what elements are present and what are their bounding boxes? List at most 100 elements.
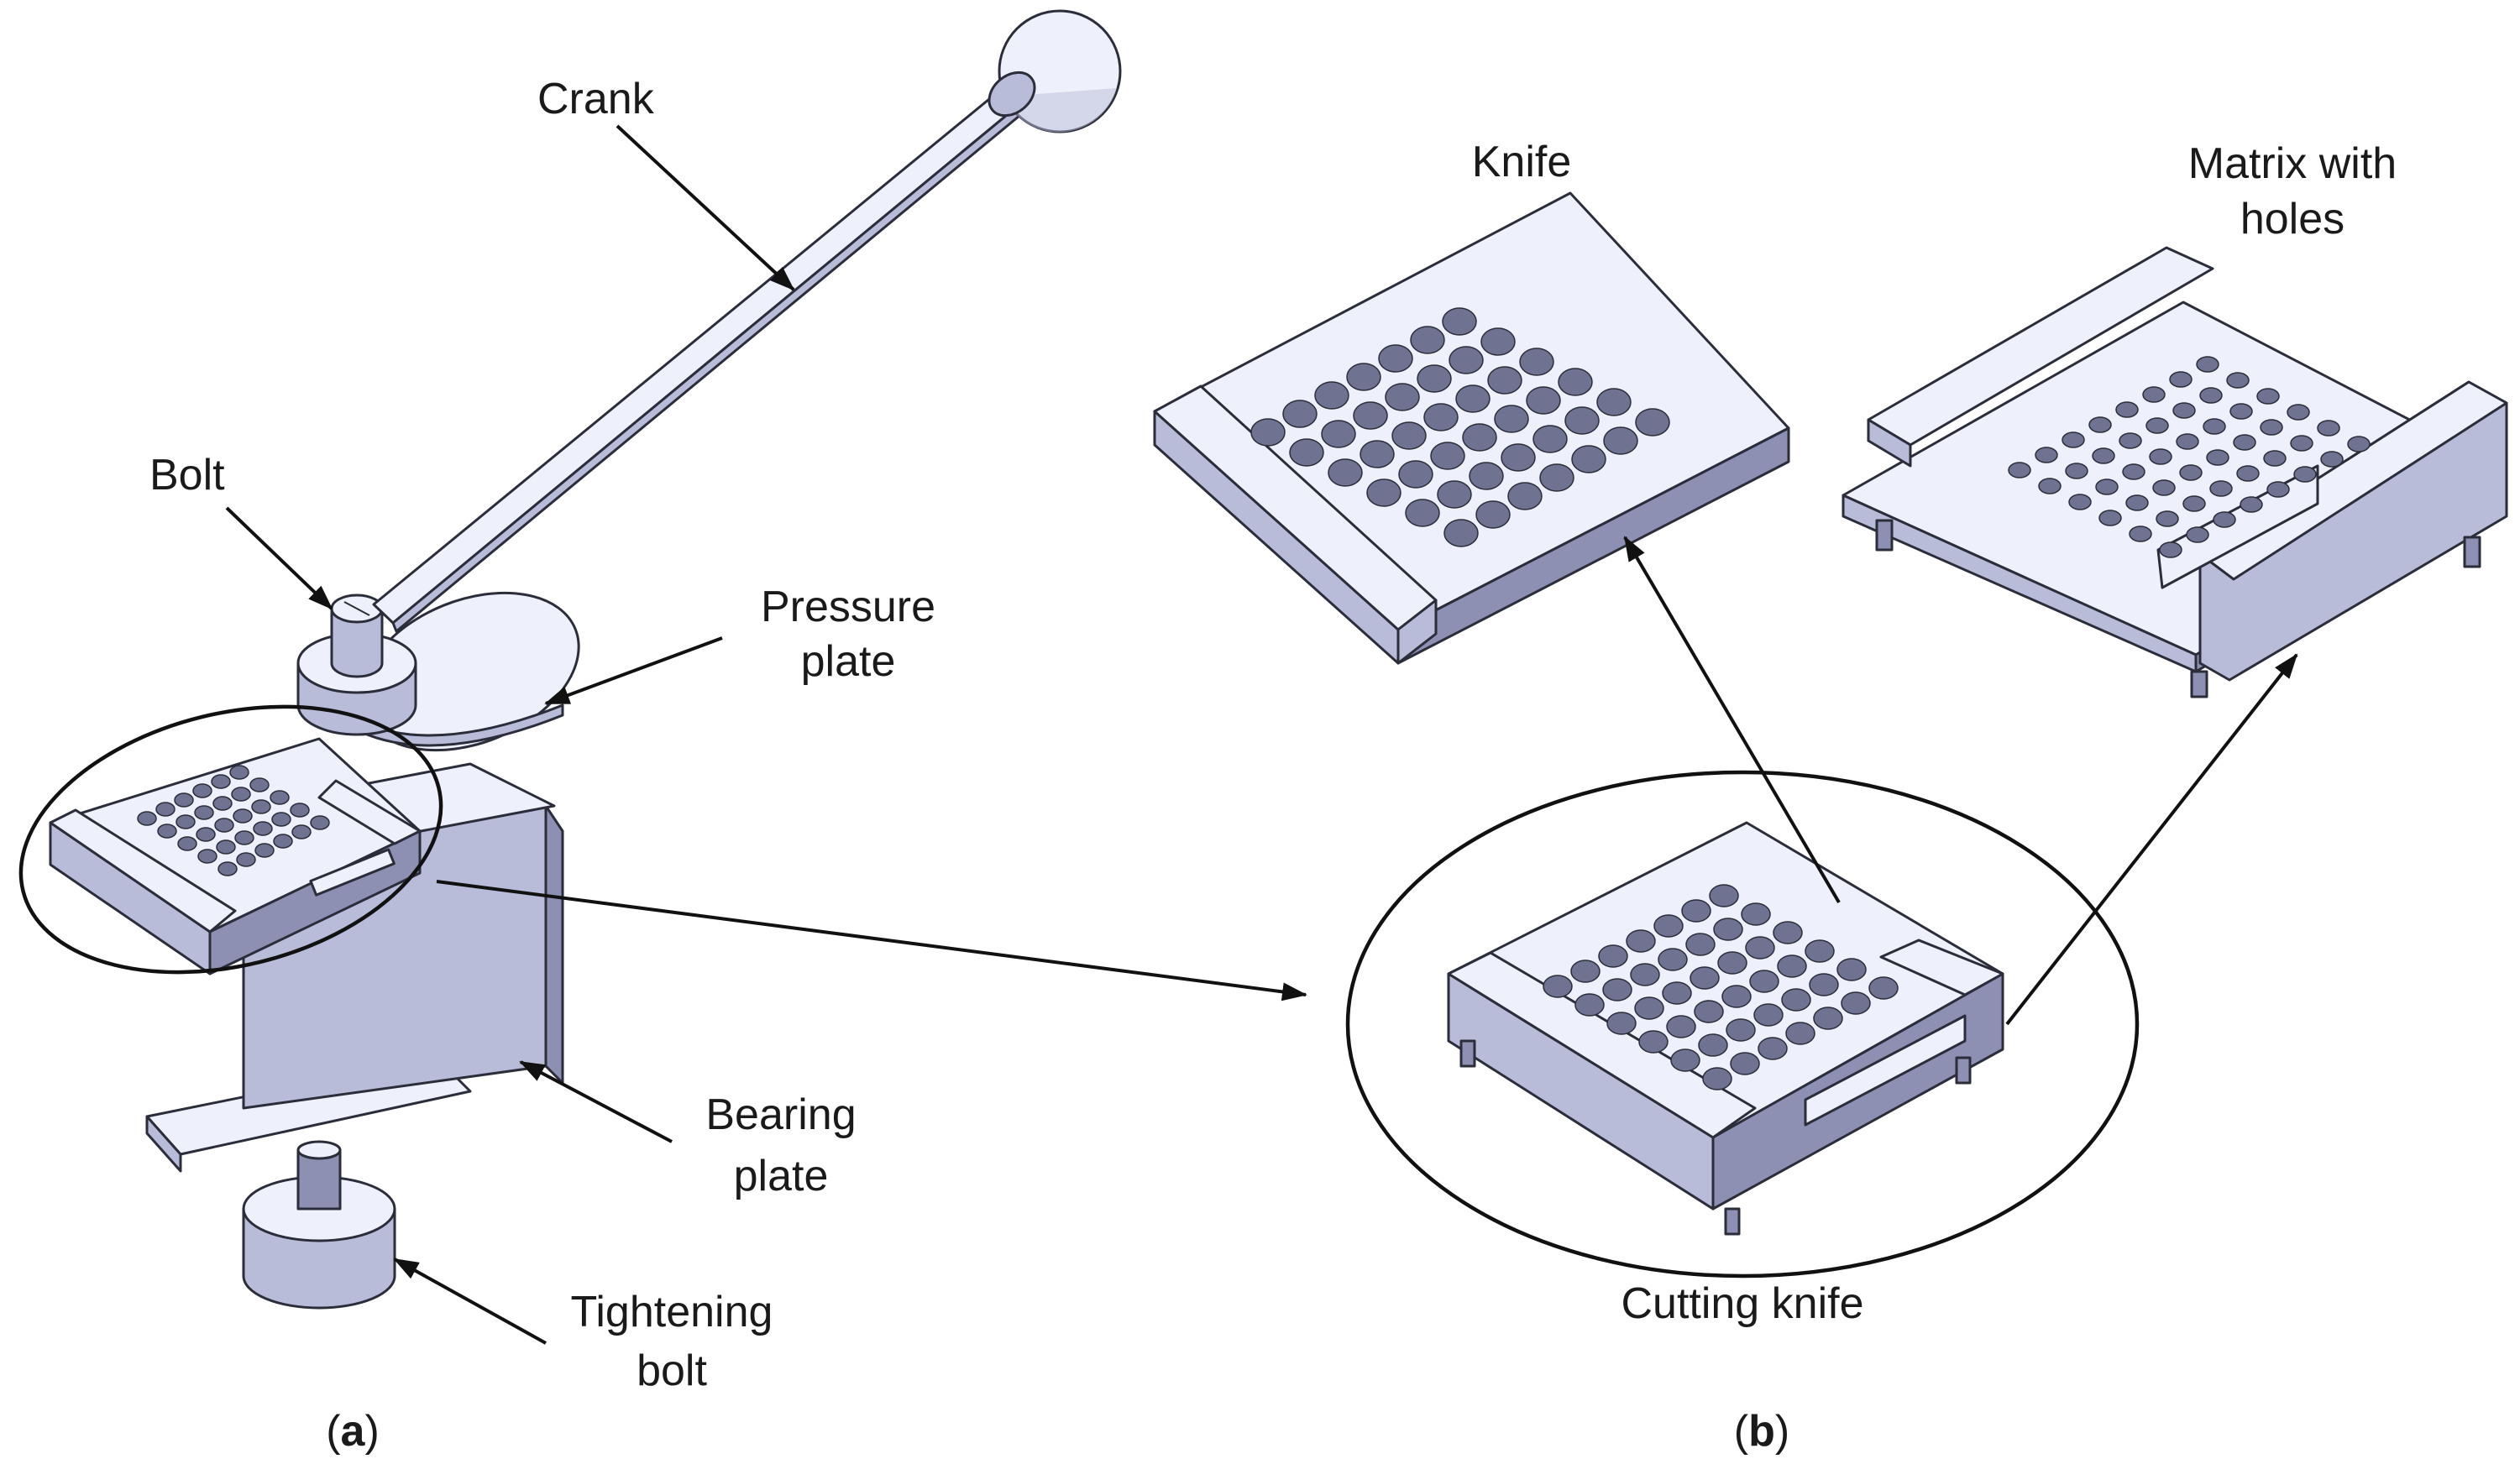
matrix-hole [2062,431,2085,448]
cutting-knife-hole [1709,884,1739,907]
knife-hole [1564,406,1600,435]
knife-holes [1250,307,1670,547]
bearing-plate-arrow [519,1060,673,1143]
matrix-hole [2317,420,2340,437]
arrow-to-cutting-knife [436,880,1307,1001]
cutting-knife-hole [1602,978,1632,1001]
mounted-cutting-knife [49,737,422,975]
matrix-hole [2125,494,2149,511]
cutting-knife-hole [1841,991,1871,1015]
matrix-hole [2209,480,2233,497]
matrix-hole [2008,462,2031,478]
mounted-knife-hole [236,852,256,867]
knife-hole [1417,364,1452,393]
mounted-knife-hole [157,824,177,839]
mounted-knife-hole [310,815,330,830]
mounted-knife-hole [174,792,194,808]
mounted-knife-hole [271,812,291,827]
matrix-hole [2088,416,2112,433]
cutting-knife-hole [1598,944,1628,968]
label-matrix-2: holes [2240,195,2344,243]
mounted-knife-hole [270,790,290,805]
matrix-hole [2236,465,2260,482]
matrix-hole [2129,526,2152,542]
matrix-hole [2196,356,2219,373]
cutting-knife-hole [1781,988,1811,1012]
matrix-hole [2266,481,2290,498]
matrix-hole [2176,433,2199,450]
cutting-knife-hole [1626,929,1656,953]
mounted-knife-hole [214,818,234,833]
mounted-knife-hole [229,765,249,780]
highlight-ellipse-a [18,704,443,975]
label-pressure-plate-1: Pressure [761,583,935,631]
knife-hole [1321,420,1356,448]
cutting-knife-hole [1726,1018,1756,1042]
cutting-knife-hole [1813,1007,1843,1030]
knife-hole [1346,363,1381,391]
cutting-knife-hole [1741,902,1771,926]
knife-hole [1405,499,1440,527]
knife-hole [1487,366,1522,395]
matrix-hole [2038,478,2062,494]
matrix-hole [2119,432,2142,449]
cutting-knife-hole [1630,963,1660,986]
cutting-knife-hole [1543,975,1573,998]
cutting-knife-hole [1662,981,1692,1005]
knife-hole [1366,478,1401,507]
cutting-knife-hole [1785,1022,1815,1045]
matrix-hole [2065,463,2088,479]
label-knife: Knife [1472,138,1572,186]
cutting-knife-hole [1666,1015,1696,1038]
matrix-arrow [2005,653,2298,1026]
knife-arrow [1623,536,1841,904]
matrix-hole [2179,464,2203,481]
mounted-knife-hole [231,787,251,802]
tightening-bolt-arrow [393,1258,547,1345]
matrix-hole [2347,436,2371,452]
cutting-knife-hole [1717,951,1747,975]
knife-hole [1475,500,1511,529]
mounted-knife-hole [251,799,271,814]
mounted-knife-hole [211,774,231,789]
cutting-knife-hole [1745,936,1775,960]
cutting-knife-hole [1690,966,1720,990]
bolt-part [296,594,417,736]
mounted-knife-hole [137,811,157,826]
cutting-knife-holes [1543,884,1899,1090]
mounted-knife-hole [253,821,273,836]
knife-hole [1449,346,1484,374]
knife-hole [1410,326,1445,354]
cutting-knife-hole [1698,1033,1728,1057]
matrix-hole [2263,450,2287,467]
knife-hole [1501,443,1536,472]
matrix-hole [2098,510,2122,526]
knife-hole [1603,426,1638,455]
mounted-knife-hole [155,802,176,817]
mounted-knife-hole [177,836,197,851]
matrix-hole [2320,451,2344,468]
cutting-knife-hole [1694,1000,1724,1023]
cutting-knife-hole [1836,958,1867,981]
matrix-hole [2172,402,2196,419]
knife-hole [1443,519,1479,547]
knife-hole [1314,381,1349,410]
matrix-hole [2206,449,2229,466]
knife-hole [1423,403,1459,431]
mounted-knife-hole [291,824,312,839]
knife-hole [1494,405,1529,433]
knife-hole [1469,462,1504,490]
knife-hole [1282,400,1318,428]
matrix-hole [2293,466,2317,483]
label-bearing-plate-1: Bearing [705,1090,856,1139]
matrix-hole [2260,419,2283,436]
knife-hole [1539,463,1574,492]
knife-hole [1442,307,1477,336]
cutting-knife-hole [1749,970,1779,993]
cutting-knife-hole [1574,993,1605,1017]
mounted-knife-hole [290,803,310,818]
matrix-hole [2290,435,2313,452]
knife-hole [1558,368,1593,396]
knife-hole [1378,344,1413,373]
